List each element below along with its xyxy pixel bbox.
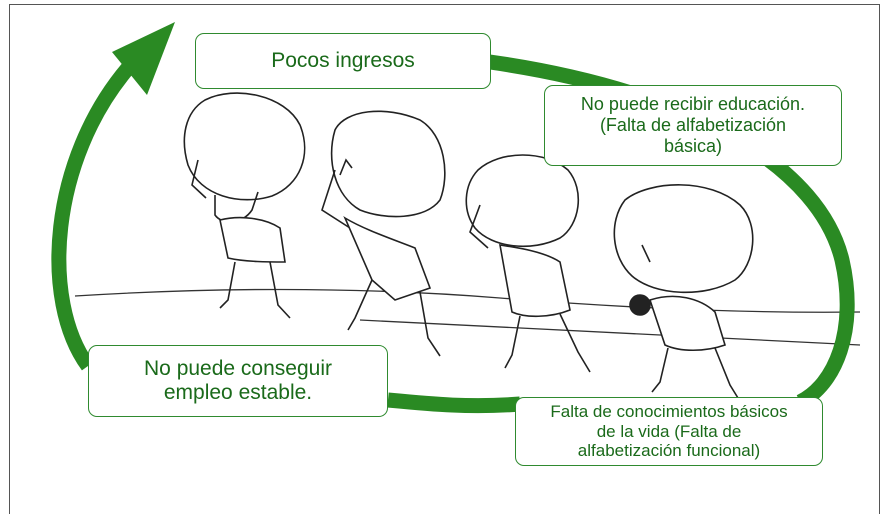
cycle-box-no-education: No puede recibir educación. (Falta de al… bbox=[544, 85, 842, 166]
diagram-frame bbox=[9, 4, 880, 514]
cycle-arrowhead bbox=[112, 22, 175, 95]
cycle-box-lack-life-skills: Falta de conocimientos básicos de la vid… bbox=[515, 397, 823, 466]
cycle-box-no-stable-employment: No puede conseguir empleo estable. bbox=[88, 345, 388, 417]
figure-1 bbox=[183, 92, 306, 319]
cycle-box-no-education-text: No puede recibir educación. (Falta de al… bbox=[580, 94, 806, 156]
figure-2 bbox=[321, 110, 446, 357]
cycle-box-low-income: Pocos ingresos bbox=[195, 33, 491, 89]
cycle-box-no-stable-employment-text: No puede conseguir empleo estable. bbox=[144, 356, 332, 404]
ground-lines bbox=[74, 288, 861, 346]
figure-3 bbox=[465, 154, 591, 373]
cycle-box-low-income-text: Pocos ingresos bbox=[271, 48, 415, 72]
cycle-box-lack-life-skills-text: Falta de conocimientos básicos de la vid… bbox=[550, 402, 788, 461]
figure-4 bbox=[613, 184, 754, 399]
